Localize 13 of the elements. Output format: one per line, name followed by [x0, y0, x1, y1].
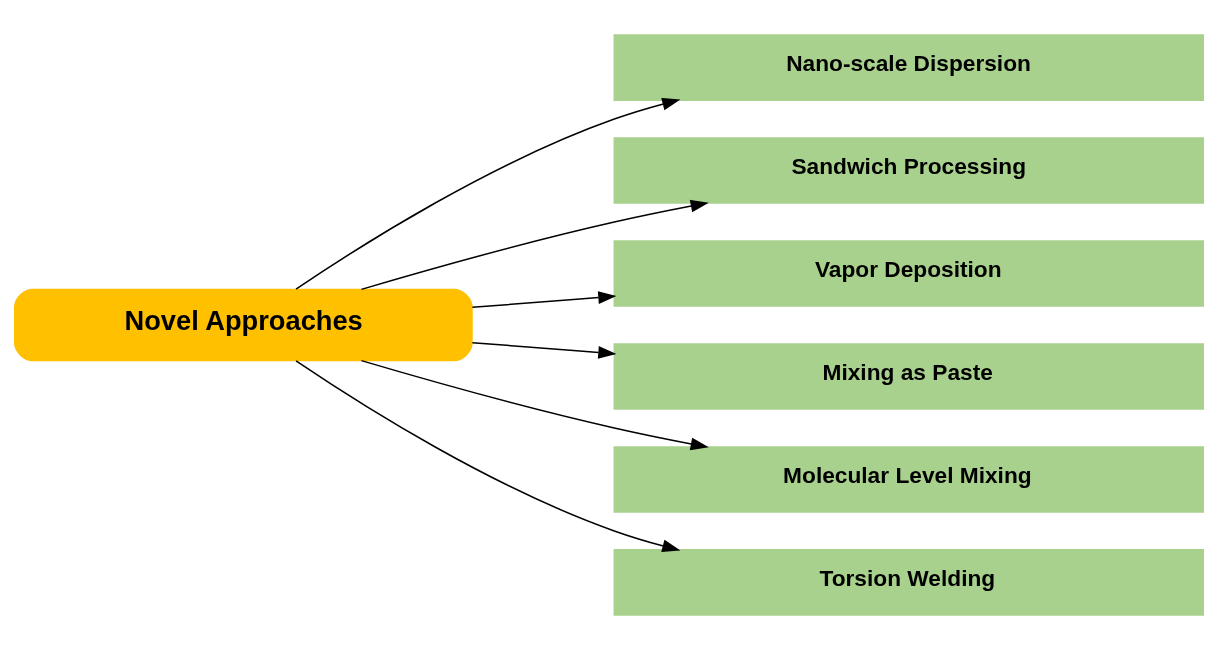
node-box: Vapor Deposition [613, 240, 1205, 307]
arrow [295, 97, 681, 290]
node-box: Nano-scale Dispersion [613, 34, 1205, 101]
arrow [471, 291, 617, 309]
arrow [360, 359, 709, 451]
arrow [471, 341, 617, 359]
node-box: Molecular Level Mixing [613, 446, 1205, 513]
node-box: Novel Approaches [13, 288, 473, 362]
node-box: Torsion Welding [613, 549, 1205, 616]
arrow [295, 360, 681, 553]
arrow [360, 199, 709, 291]
node-box: Mixing as Paste [613, 343, 1205, 410]
node-box: Sandwich Processing [613, 137, 1205, 204]
